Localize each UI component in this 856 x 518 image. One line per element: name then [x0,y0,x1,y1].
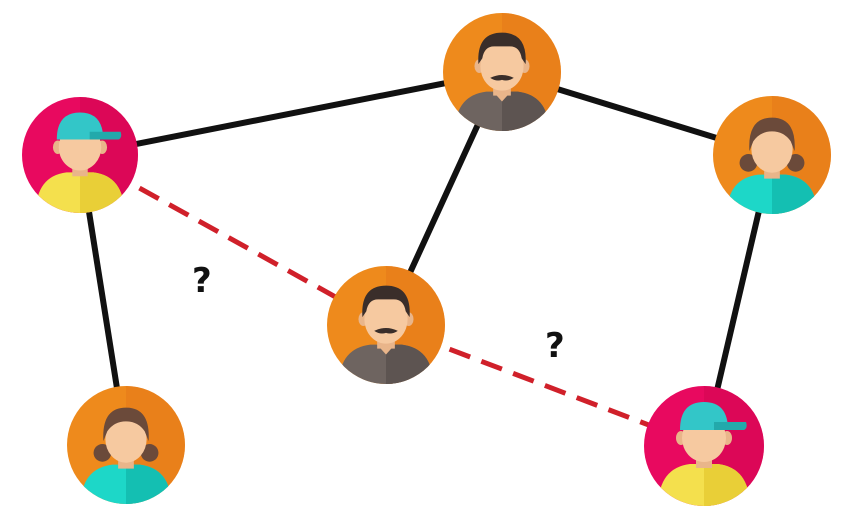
avatar-node-n5-girl [67,386,185,505]
edges-layer [77,69,775,449]
edge-solid-n1-n2 [79,69,503,158]
question-mark-left: ? [192,261,212,301]
nodes-layer [21,12,831,506]
avatar-node-n3-girl [713,96,831,215]
avatar-node-n1-boy-cap [21,97,138,214]
question-mark-right: ? [545,326,565,366]
avatar-node-n4-man-mustache [327,266,445,385]
avatar-node-n6-boy-cap [644,386,764,506]
avatar-node-n2-man-mustache [443,12,561,132]
